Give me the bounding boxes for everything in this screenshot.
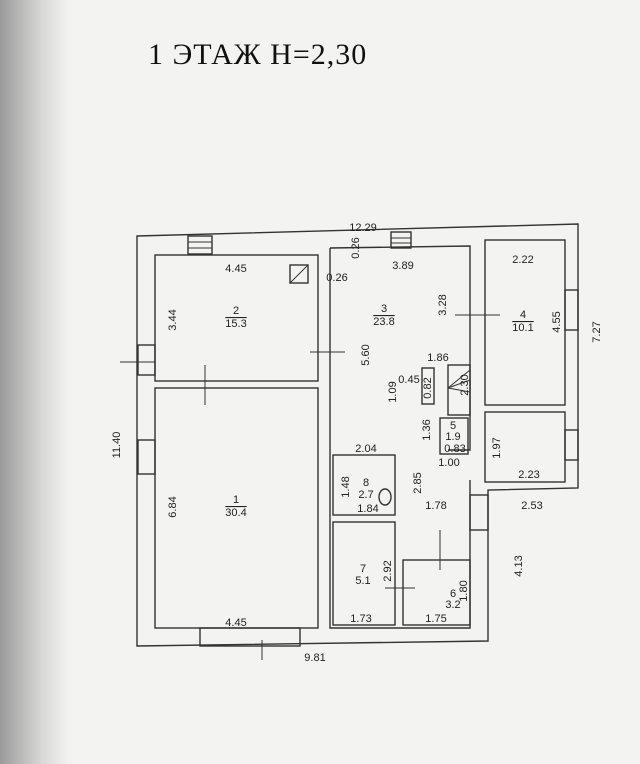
dimension-labels: 12.29 11.40 9.81 7.27 4.13 2.53 4.45 3.4… [111, 222, 603, 664]
room-label: 30.4 [225, 507, 246, 519]
room-label: 6 [450, 588, 456, 600]
room-5-outline [439, 417, 469, 455]
room-label: 8 [363, 477, 369, 489]
dimension-label: 3.44 [167, 309, 179, 330]
scan-shadow [0, 0, 70, 764]
room-label: 5 [450, 420, 456, 432]
staircase [421, 364, 471, 416]
outer-wall [136, 223, 579, 647]
dimension-label: 1.86 [427, 352, 448, 364]
room-6-outline [402, 559, 471, 626]
dimension-label: 1.84 [357, 503, 378, 515]
room-label: 15.3 [225, 318, 246, 330]
windows [137, 231, 579, 647]
room-3-outline [329, 245, 471, 629]
room-label: 1.9 [445, 431, 460, 443]
dimension-label: 3.89 [392, 260, 413, 272]
dimension-label: 3.28 [437, 294, 449, 315]
dimension-label: 2.85 [412, 472, 424, 493]
dimension-label: 4.45 [225, 617, 246, 629]
room-label: 5.1 [355, 575, 370, 587]
dimension-label: 7.27 [591, 321, 603, 342]
dimension-label: 2.23 [518, 469, 539, 481]
room-label: 2 [233, 305, 239, 317]
dimension-label: 0.83 [444, 443, 465, 455]
room-label: 4 [520, 309, 526, 321]
dimension-label: 1.80 [458, 580, 470, 601]
dimension-label: 1.73 [350, 613, 371, 625]
room-2-outline [154, 254, 319, 382]
room-label: 1 [233, 494, 239, 506]
dimension-label: 1.48 [340, 476, 352, 497]
plan-title: 1 ЭТАЖ Н=2,30 [148, 38, 368, 71]
dimension-label: 1.36 [421, 419, 433, 440]
room-labels: 2 15.3 1 30.4 3 23.8 4 10.1 5 1.9 6 3.2 … [225, 303, 533, 611]
room-label: 7 [360, 563, 366, 575]
dimension-label: 0.82 [422, 377, 434, 398]
dimension-label: 11.40 [111, 432, 123, 459]
dimension-label: 0.45 [398, 374, 419, 386]
dimension-label: 1.00 [438, 457, 459, 469]
dimension-label: 0.26 [350, 237, 362, 258]
dimension-label: 1.75 [425, 613, 446, 625]
dimension-label: 1.97 [491, 437, 503, 458]
room-label: 10.1 [512, 322, 533, 334]
dimension-label: 4.13 [513, 555, 525, 576]
room-label: 23.8 [373, 316, 394, 328]
dimension-label: 2.30 [459, 374, 471, 395]
room-label: 3 [381, 303, 387, 315]
dimension-label: 9.81 [304, 652, 325, 664]
dimension-label: 5.60 [360, 344, 372, 365]
toilet-icon [378, 488, 392, 506]
dimension-label: 0.26 [326, 272, 347, 284]
room-8-outline [332, 454, 396, 516]
dimension-label: 1.09 [387, 381, 399, 402]
room-label: 3.2 [445, 599, 460, 611]
room-7-outline [332, 521, 396, 626]
dimension-label: 1.78 [425, 500, 446, 512]
dimension-label: 2.92 [382, 560, 394, 581]
dimension-label: 2.04 [355, 443, 376, 455]
room-label: 2.7 [358, 489, 373, 501]
dimension-label: 2.22 [512, 254, 533, 266]
dimension-label: 4.45 [225, 263, 246, 275]
dimension-label: 12.29 [349, 222, 377, 234]
dimension-label: 6.84 [167, 496, 179, 517]
dimension-label: 2.53 [521, 500, 542, 512]
dimension-label: 4.55 [551, 311, 563, 332]
